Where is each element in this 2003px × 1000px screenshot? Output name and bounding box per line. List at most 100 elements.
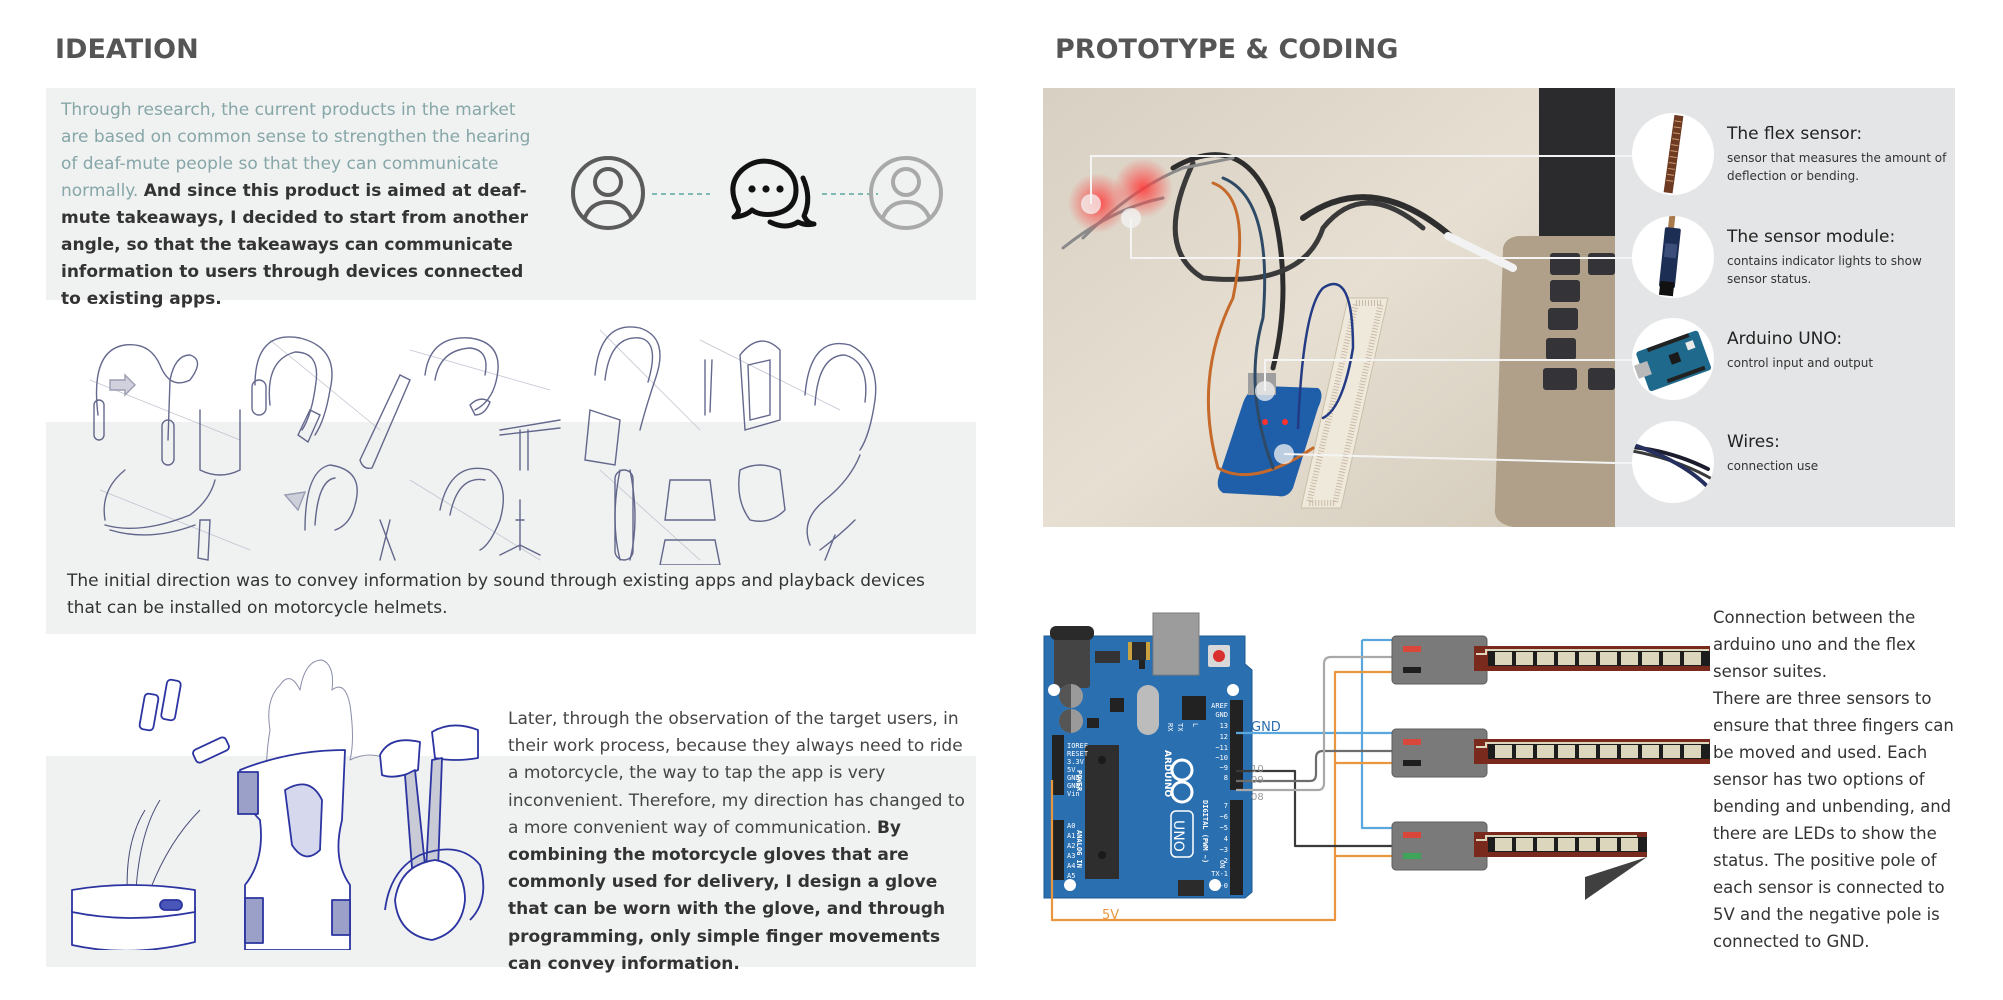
- flex-sensor-cell: [1621, 838, 1638, 851]
- ideation-heading: IDEATION: [55, 34, 199, 65]
- pin-label: ~5: [1220, 824, 1228, 832]
- flex-sensor-bent-end: [1585, 857, 1647, 900]
- pin-label: GND: [1215, 711, 1228, 719]
- pin-label: 7: [1224, 802, 1228, 810]
- flex-sensor-trace: [1476, 835, 1637, 841]
- user-circle-icon: [869, 156, 943, 230]
- sensor-led-top: [1403, 739, 1421, 745]
- led-label-tx: TX: [1176, 723, 1184, 732]
- sensor-module: [1391, 821, 1647, 900]
- sensor-led-top: [1403, 832, 1421, 838]
- pin08-wire-label: 08: [1251, 792, 1264, 803]
- sensor-led-bottom: [1403, 760, 1421, 766]
- prototype-photo: [1043, 88, 1615, 527]
- component-title: The flex sensor:: [1727, 124, 1863, 144]
- component-item-arduino-uno: Arduino UNO: control input and output: [1632, 318, 1952, 402]
- flex-sensor-cell: [1684, 745, 1701, 758]
- digital-section-label: DIGITAL (PWM ~): [1201, 800, 1209, 863]
- flex-sensor-cell: [1642, 652, 1659, 665]
- flex-sensor-cell: [1684, 652, 1701, 665]
- flex-sensor-cell: [1558, 745, 1575, 758]
- flex-sensor-cell: [1537, 652, 1554, 665]
- pin-label: A5: [1067, 872, 1075, 880]
- user-circle-icon: [571, 156, 645, 230]
- pin-label: ~9: [1220, 764, 1228, 772]
- pin-label: GND: [1067, 782, 1080, 790]
- pin-label: 12: [1220, 733, 1228, 741]
- pin-label: ~10: [1215, 754, 1228, 762]
- sensor-module-body: [1391, 728, 1488, 778]
- communication-diagram: [571, 156, 943, 230]
- component-description: control input and output: [1727, 356, 1874, 370]
- flex-sensor-cell: [1516, 652, 1533, 665]
- pin-label: A2: [1067, 842, 1075, 850]
- component-description: sensor that measures the amount of defle…: [1727, 151, 1947, 183]
- flex-sensor-cell: [1516, 745, 1533, 758]
- flex-sensor-cell: [1537, 838, 1554, 851]
- sensor-modules: [1391, 635, 1710, 900]
- sensor-module: [1391, 635, 1710, 685]
- pin-label: RESET: [1067, 750, 1089, 758]
- analog-section-label: ANALOG IN: [1075, 830, 1083, 868]
- connection-description: Connection between the arduino uno and t…: [1713, 608, 1954, 951]
- led-label-rx: RX: [1166, 723, 1174, 732]
- headset-sketches-image: [89, 326, 877, 565]
- intro-text: Through research, the current products i…: [61, 97, 539, 313]
- flex-sensor-image: [1632, 113, 1714, 195]
- glove-panel: [46, 756, 976, 967]
- wiring-diagram: IOREF RESET 3.3V 5V GND GND Vin A0 A1 A2…: [1043, 612, 1710, 923]
- intro-research-text: Through research, the current products i…: [61, 100, 531, 201]
- pin-label: 3.3V: [1067, 758, 1085, 766]
- glove-design-text: By combining the motorcycle gloves that …: [508, 817, 946, 974]
- flex-sensor-cell: [1495, 838, 1512, 851]
- sensor-led-bottom: [1403, 667, 1421, 673]
- wiring-connections: [1050, 638, 1392, 922]
- intro-emphasis-text: And since this product is aimed at deaf-…: [61, 181, 529, 309]
- pin-label: A3: [1067, 852, 1075, 860]
- flex-sensor-cell: [1600, 838, 1617, 851]
- flex-sensor-trace: [1476, 649, 1709, 655]
- power-section-label: POWER: [1075, 770, 1083, 792]
- pin10-wire-label: 10: [1251, 764, 1264, 775]
- flex-sensor-cell: [1600, 745, 1617, 758]
- sensor-module: [1391, 728, 1710, 778]
- wires-pointer-line: [1283, 453, 1615, 464]
- flex-sensor-cell: [1663, 652, 1680, 665]
- pointer-line-extension: [1615, 257, 1635, 259]
- wires-image: [1632, 421, 1714, 503]
- component-item-sensor-module: The sensor module: contains indicator li…: [1632, 216, 1952, 300]
- sketch-caption: The initial direction was to convey info…: [67, 571, 925, 618]
- pin-label: TX-1: [1211, 870, 1228, 878]
- sketch-panel: [46, 422, 976, 634]
- component-title: Wires:: [1727, 432, 1780, 452]
- flex-sensor-cell: [1558, 838, 1575, 851]
- arduino-model-label: UNO: [1170, 820, 1186, 852]
- pin-label: 13: [1220, 722, 1228, 730]
- pin-label: RX-0: [1211, 882, 1228, 890]
- flex-sensor-cell: [1621, 652, 1638, 665]
- pin-label: A4: [1067, 862, 1075, 870]
- flex-sensor-cell: [1495, 652, 1512, 665]
- pin-label: ~6: [1220, 813, 1228, 821]
- pointer-line-extension: [1615, 462, 1635, 464]
- flex-sensor-cell: [1579, 838, 1596, 851]
- flex-sensor-cell: [1663, 745, 1680, 758]
- flex-sensor-cell: [1495, 745, 1512, 758]
- pin09-wire-label: 09: [1251, 775, 1264, 786]
- sensor-module-image: [1632, 216, 1714, 298]
- prototype-heading: PROTOTYPE & CODING: [1055, 34, 1399, 65]
- intro-panel: [46, 88, 976, 300]
- pin-label: 8: [1224, 774, 1228, 782]
- pointer-line-extension: [1615, 155, 1635, 157]
- sensor-led-bottom: [1403, 853, 1421, 859]
- arduino-uno-board: IOREF RESET 3.3V 5V GND GND Vin A0 A1 A2…: [1043, 612, 1253, 899]
- pin-label: 5V: [1067, 766, 1076, 774]
- component-description: contains indicator lights to show sensor…: [1727, 254, 1922, 286]
- arduino-pointer-line: [1264, 359, 1615, 391]
- flex-sensor-cell: [1516, 838, 1533, 851]
- pin-label: 4: [1224, 835, 1228, 843]
- arduino-board-image: [1632, 318, 1714, 400]
- component-item-flex-sensor: The flex sensor: sensor that measures th…: [1632, 113, 1952, 197]
- sensor-led-top: [1403, 646, 1421, 652]
- pin-label: Vin: [1067, 790, 1080, 798]
